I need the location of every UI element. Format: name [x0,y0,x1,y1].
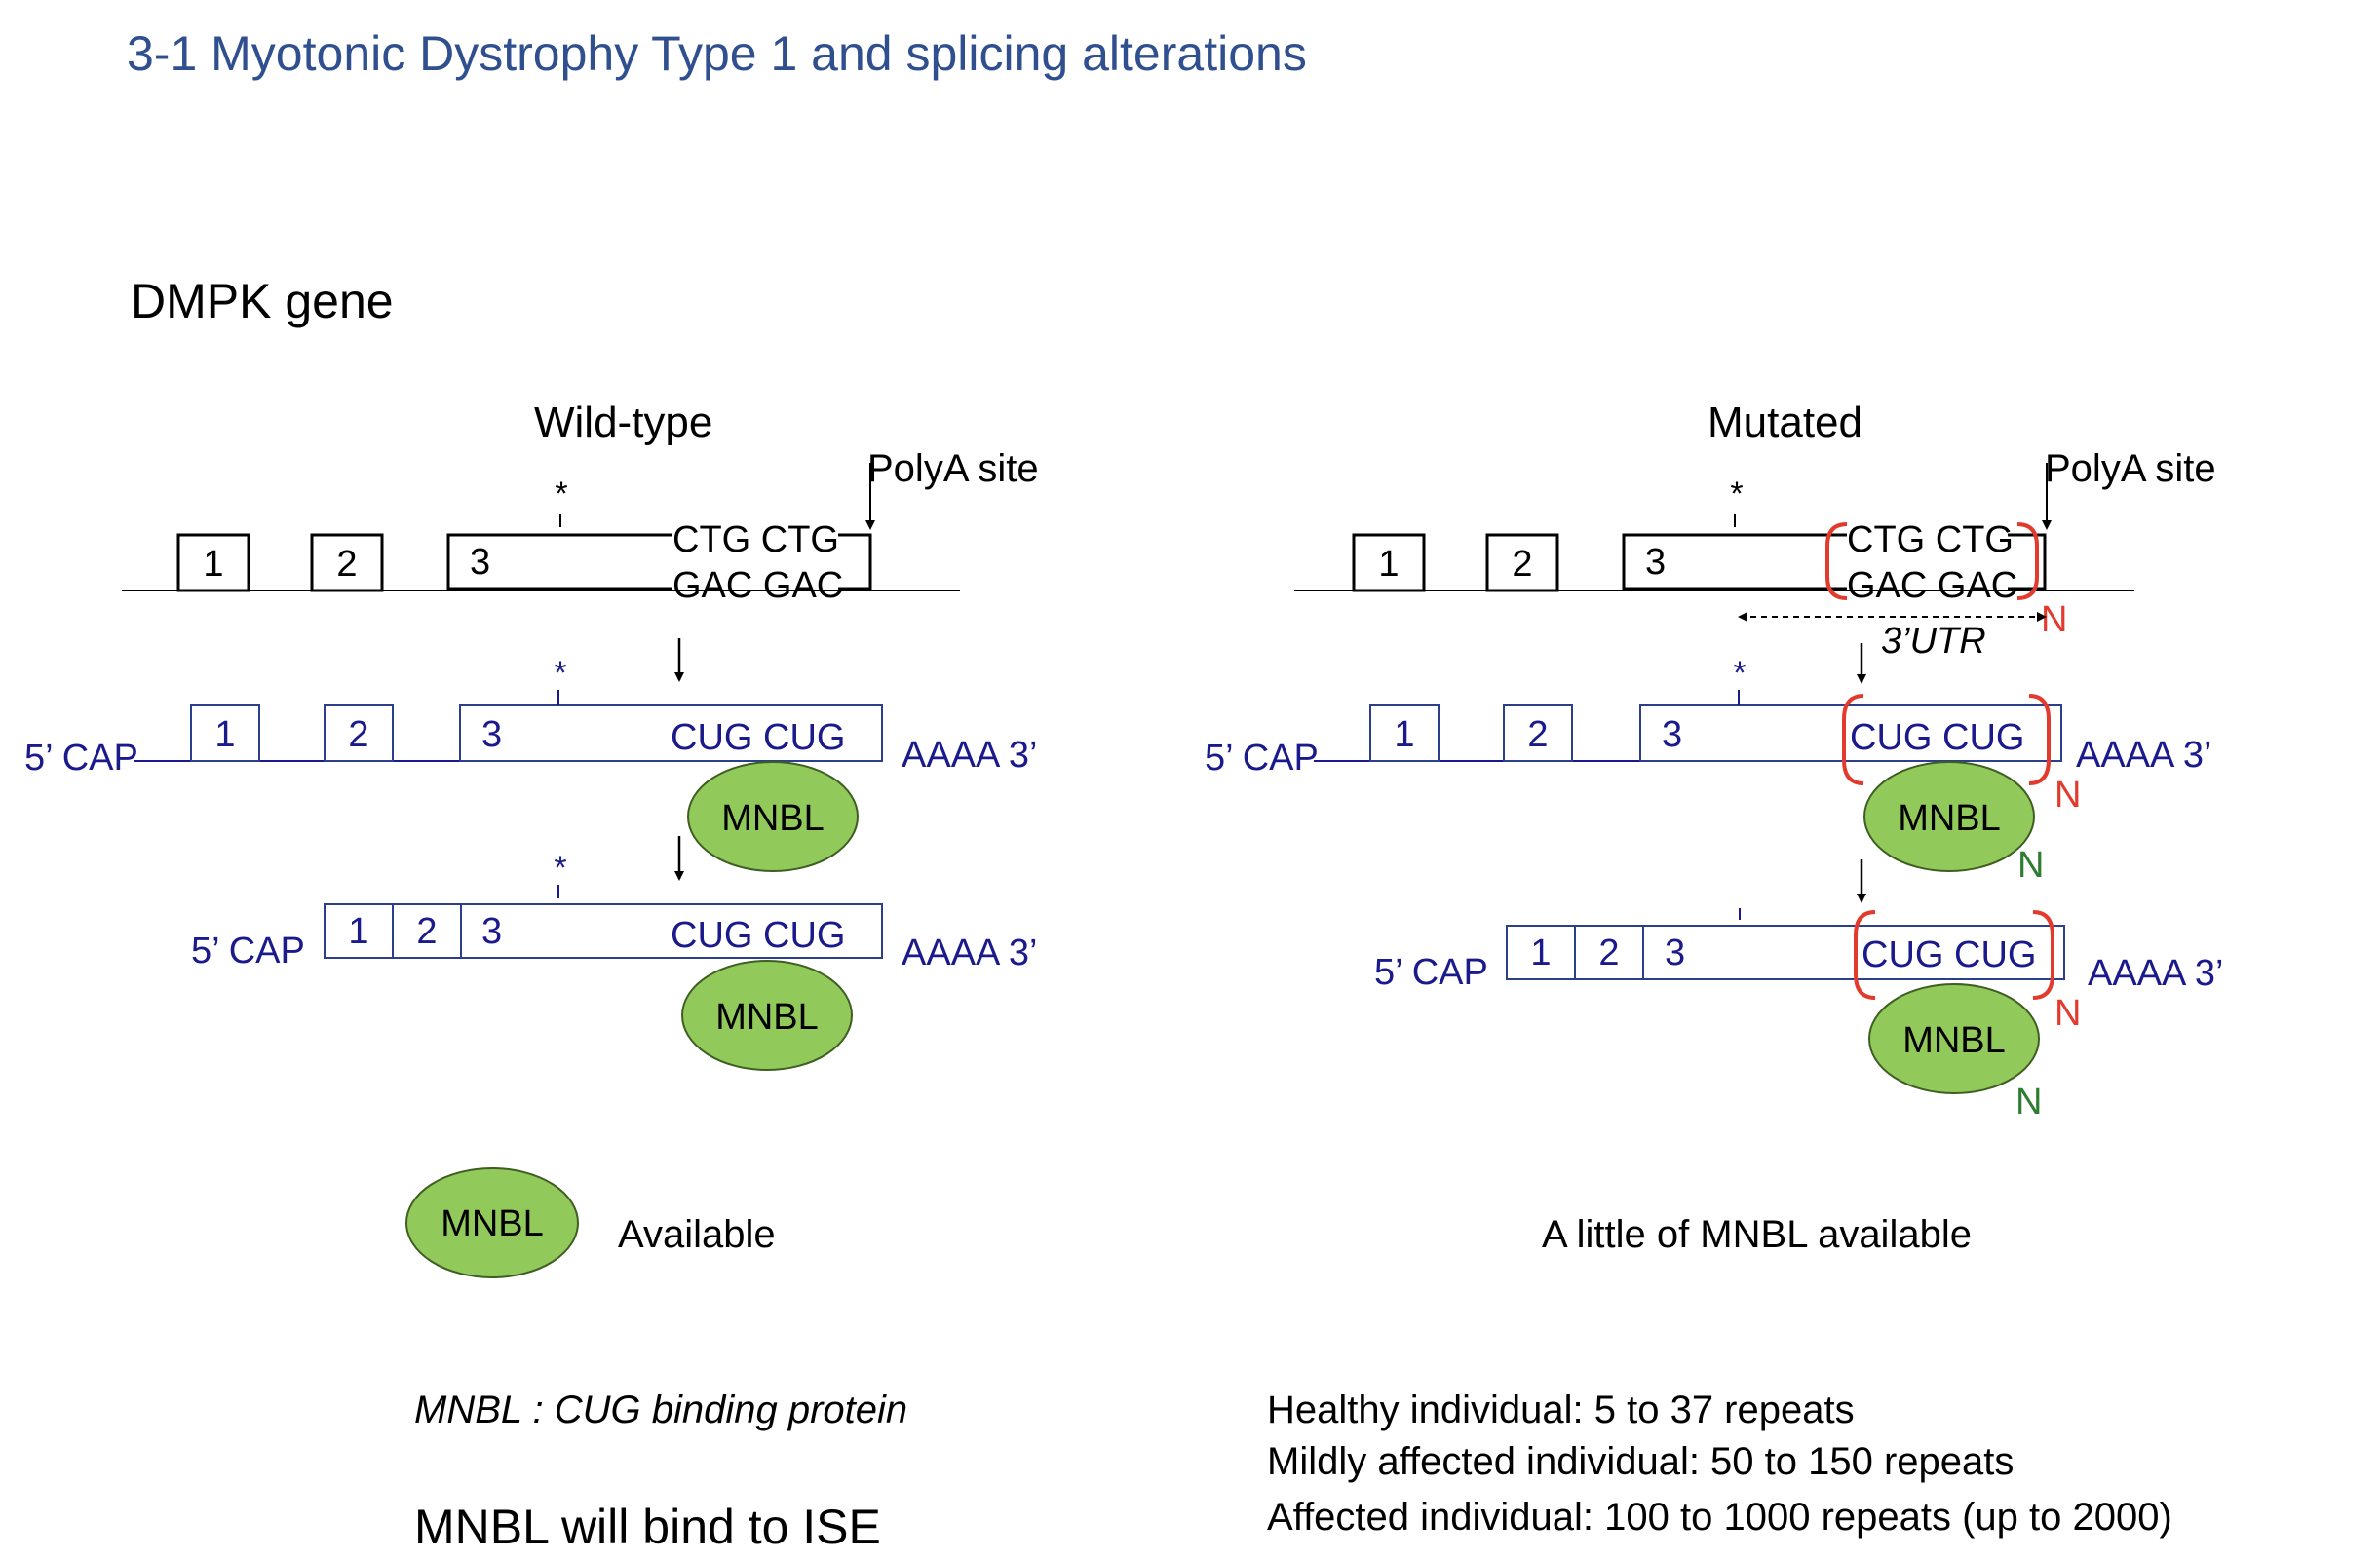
wt-dna-exon-2-label: 2 [336,544,357,585]
wt-pre-seq: CUG CUG [671,717,845,758]
mut-pre-protein-n: N [2017,845,2044,886]
wt-dna-bottom-seq: GAC GAC [672,565,843,606]
wt-mrna-mnbl-label: MNBL [715,997,819,1038]
wt-mrna-exon-2: 2 [416,911,437,952]
wt-mrna-exon-3: 3 [481,911,502,952]
mut-pre-bracket-right [2028,694,2051,785]
gene-label: DMPK gene [131,274,394,328]
wt-availability: Available [618,1213,776,1256]
mut-availability: A little of MNBL available [1542,1213,1972,1256]
mut-mrna-bracket-left [1854,910,1876,1000]
mut-dna-bracket-right [2016,522,2039,600]
mut-pre-seq: CUG CUG [1850,717,2024,758]
wt-pre-exon-2: 2 [348,714,368,755]
mut-mrna-repeat-n: N [2054,993,2081,1034]
mut-dna-exon-1: 1 [1378,544,1399,585]
mut-utr-label: 3’UTR [1881,621,1986,662]
wt-free-mnbl-label: MNBL [441,1203,544,1244]
wt-pre-mrna-cap: 5’ CAP [24,738,138,779]
mut-polya-label: PolyA site [2045,447,2216,490]
mut-pre-mnbl [1863,761,2035,872]
repeat-count-affected: Affected individual: 100 to 1000 repeats… [1267,1496,2172,1539]
mut-dna-bottom-seq: GAC GAC [1847,565,2017,606]
mutated-heading: Mutated [1708,399,1862,446]
mut-dna-bracket-left [1825,522,1848,600]
mut-dna: 1 2 3 * CTG CTG GAC GAC N PolyA site 3’U… [1294,447,2216,662]
mut-dna-exon-3: 3 [1645,542,1666,583]
mut-mrna-exon-3: 3 [1665,933,1685,973]
wt-dna-top-seq: CTG CTG [672,519,839,560]
wt-pre-exon-1: 1 [214,714,235,755]
wt-pre-tail: AAAA 3’ [902,735,1037,776]
mut-mrna-tail: AAAA 3’ [2088,953,2223,994]
wild-type-panel: Wild-type 1 2 3 * CTG CTG GAC GAC PolyA … [24,399,1039,1554]
mut-dna-exon-2: 2 [1512,544,1532,585]
mut-pre-mrna-cap: 5’ CAP [1205,738,1319,779]
mut-mrna-exon-1: 1 [1530,933,1551,973]
wt-mrna-tail: AAAA 3’ [902,933,1037,973]
wt-pre-star: * [554,655,566,692]
mut-pre-mnbl-label: MNBL [1898,798,2001,839]
wt-mrna-seq: CUG CUG [671,915,845,956]
wt-mrna-cap: 5’ CAP [191,931,305,971]
mut-dna-top-seq: CTG CTG [1847,519,2014,560]
wt-free-mnbl [405,1167,579,1278]
wt-dna-exon-1-label: 1 [203,544,223,585]
wt-dna-exon-3 [446,533,672,590]
wt-pre-mnbl-label: MNBL [721,798,825,839]
repeat-count-mild: Mildly affected individual: 50 to 150 re… [1267,1440,2014,1483]
mnbl-definition: MNBL : CUG binding protein [414,1389,907,1431]
mut-dna-star: * [1730,476,1743,513]
mnbl-conclusion: MNBL will bind to ISE [414,1500,881,1554]
mutated-panel: Mutated 1 2 3 * CTG CTG GAC GAC N PolyA … [1205,399,2223,1539]
mut-mrna: 5’ CAP 1 2 3 CUG CUG N AAAA 3’ MNBL N [1374,908,2223,1123]
wt-dna-exon-1 [176,533,250,592]
wt-dna-star: * [555,476,567,513]
wt-pre-mnbl [687,761,859,872]
mut-pre-repeat-n: N [2054,775,2081,816]
mut-mrna-mnbl-label: MNBL [1902,1020,2006,1061]
wt-mrna-star: * [554,850,566,887]
mut-pre-exon-1: 1 [1394,714,1414,755]
wild-type-heading: Wild-type [534,399,712,446]
wt-dna-exon-3-label: 3 [470,542,490,583]
wt-mrna-exon-1: 1 [348,911,368,952]
mut-mrna-exon-2: 2 [1598,933,1619,973]
mut-mrna-bracket-right [2032,910,2054,1000]
wt-mrna: 5’ CAP 1 2 3 * CUG CUG AAAA 3’ MNBL [191,850,1037,1071]
wt-pre-exon-3: 3 [481,714,502,755]
page-title: 3-1 Myotonic Dystrophy Type 1 and splici… [127,26,1307,81]
mut-pre-exon-2: 2 [1527,714,1548,755]
mut-pre-star: * [1733,655,1746,692]
mut-mrna-cap: 5’ CAP [1374,952,1488,993]
mut-pre-exon-3: 3 [1662,714,1682,755]
mut-pre-bracket-left [1842,694,1864,785]
mut-mrna-seq: CUG CUG [1862,934,2036,975]
wt-polya-label: PolyA site [867,447,1039,490]
mut-dna-repeat-n: N [2041,599,2067,640]
wt-dna: 1 2 3 * CTG CTG GAC GAC PolyA site [122,447,1039,606]
mut-mrna-protein-n: N [2015,1082,2042,1123]
wt-mrna-mnbl [681,960,853,1071]
repeat-count-healthy: Healthy individual: 5 to 37 repeats [1267,1389,1855,1431]
mut-pre-tail: AAAA 3’ [2076,735,2211,776]
wt-pre-mrna: 5’ CAP 1 2 3 * CUG CUG AAAA 3’ MNBL [24,655,1037,872]
mut-pre-mrna: 5’ CAP 1 2 3 * CUG CUG N AAAA 3’ MNBL N [1205,655,2211,886]
mut-mrna-mnbl [1868,983,2040,1094]
wt-dna-exon-2 [310,533,384,592]
